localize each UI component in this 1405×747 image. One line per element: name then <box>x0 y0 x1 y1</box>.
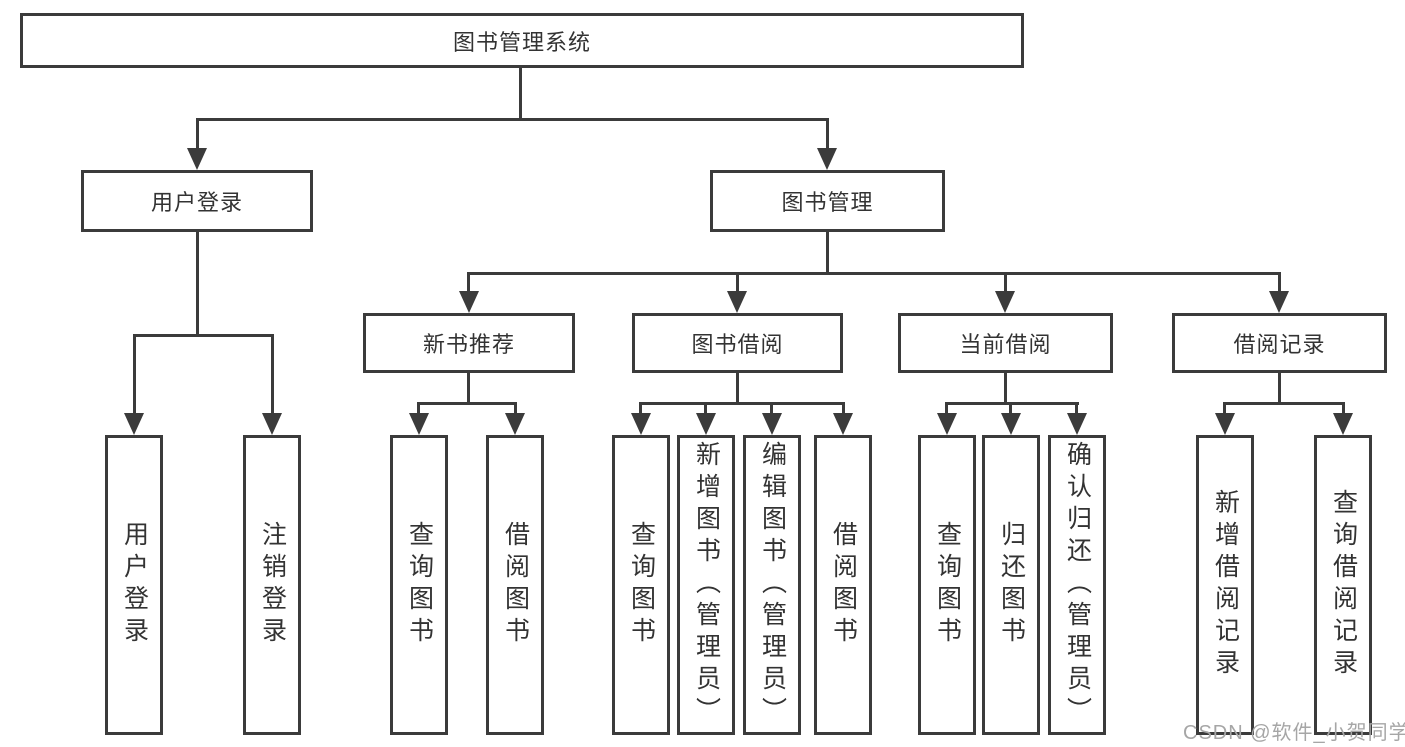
connector-drop <box>770 405 773 415</box>
arrow-down-icon <box>817 148 837 170</box>
arrow-down-icon <box>262 413 282 435</box>
connector-drop <box>945 405 948 415</box>
csdn-watermark: CSDN @软件_小贺同学 <box>1183 722 1405 744</box>
connector-user-login-hbar <box>133 334 274 337</box>
leaf-user-login: 用户登录 <box>105 435 163 735</box>
connector-borrow-records-stub <box>1278 373 1281 404</box>
connector-book-borrow-hbar <box>639 402 845 405</box>
node-current-borrow: 当前借阅 <box>898 313 1113 373</box>
arrow-down-icon <box>1333 413 1353 435</box>
connector-drop <box>842 405 845 415</box>
leaf-edit-books-admin: 编辑图书（管理员） <box>743 435 801 735</box>
node-current-borrow-label: 当前借阅 <box>959 332 1052 357</box>
leaf-recommend-borrow-books-label: 借阅图书 <box>501 521 530 649</box>
leaf-add-borrow-record-label: 新增借阅记录 <box>1211 489 1240 681</box>
arrow-down-icon <box>187 148 207 170</box>
leaf-recommend-query-books-label: 查询图书 <box>405 521 434 649</box>
node-book-management: 图书管理 <box>710 170 945 232</box>
leaf-confirm-return-admin: 确认归还（管理员） <box>1048 435 1106 735</box>
connector-recommend-hbar <box>417 402 517 405</box>
connector-current-borrow-stub <box>1004 373 1007 404</box>
arrow-down-icon <box>1067 413 1087 435</box>
arrow-down-icon <box>995 291 1015 313</box>
connector-drop-borrow-records <box>1278 275 1281 292</box>
leaf-borrow-query-books: 查询图书 <box>612 435 670 735</box>
leaf-confirm-return-admin-label: 确认归还（管理员） <box>1063 441 1092 729</box>
connector-drop <box>514 405 517 415</box>
connector-drop <box>417 405 420 415</box>
arrow-down-icon <box>124 413 144 435</box>
leaf-add-books-admin-label: 新增图书（管理员） <box>692 441 721 729</box>
connector-drop-user-login <box>196 121 199 149</box>
connector-borrow-records-hbar <box>1223 402 1345 405</box>
connector-root-stub <box>519 68 522 121</box>
node-borrow-records-label: 借阅记录 <box>1233 332 1326 357</box>
leaf-query-borrow-record: 查询借阅记录 <box>1314 435 1372 735</box>
arrow-down-icon <box>409 413 429 435</box>
leaf-borrow-query-books-label: 查询图书 <box>627 521 656 649</box>
node-book-borrow: 图书借阅 <box>632 313 843 373</box>
node-user-login: 用户登录 <box>81 170 313 232</box>
leaf-edit-books-admin-label: 编辑图书（管理员） <box>758 441 787 729</box>
node-root-library-system: 图书管理系统 <box>20 13 1024 68</box>
leaf-current-query-books: 查询图书 <box>918 435 976 735</box>
leaf-current-query-books-label: 查询图书 <box>933 521 962 649</box>
leaf-logout-label: 注销登录 <box>258 521 287 649</box>
arrow-down-icon <box>937 413 957 435</box>
node-new-book-recommend-label: 新书推荐 <box>422 332 515 357</box>
arrow-down-icon <box>459 291 479 313</box>
leaf-user-login-label: 用户登录 <box>120 521 149 649</box>
leaf-return-books-label: 归还图书 <box>997 521 1026 649</box>
leaf-logout: 注销登录 <box>243 435 301 735</box>
connector-drop-current-borrow <box>1004 275 1007 292</box>
arrow-down-icon <box>727 291 747 313</box>
connector-drop-leaf-user-login <box>133 337 136 414</box>
node-book-borrow-label: 图书借阅 <box>691 332 784 357</box>
leaf-add-books-admin: 新增图书（管理员） <box>677 435 735 735</box>
connector-user-login-stub <box>196 232 199 336</box>
connector-drop <box>1342 405 1345 415</box>
node-new-book-recommend: 新书推荐 <box>363 313 575 373</box>
arrow-down-icon <box>631 413 651 435</box>
connector-drop-book-borrow <box>736 275 739 292</box>
leaf-recommend-borrow-books: 借阅图书 <box>486 435 544 735</box>
connector-current-borrow-hbar <box>945 402 1079 405</box>
node-root-label: 图书管理系统 <box>452 29 591 55</box>
connector-drop <box>1009 405 1012 415</box>
connector-drop-new-book-recommend <box>467 275 470 292</box>
arrow-down-icon <box>762 413 782 435</box>
connector-drop-book-management <box>826 121 829 149</box>
arrow-down-icon <box>696 413 716 435</box>
leaf-borrow-books: 借阅图书 <box>814 435 872 735</box>
arrow-down-icon <box>505 413 525 435</box>
leaf-query-borrow-record-label: 查询借阅记录 <box>1329 489 1358 681</box>
connector-root-hbar <box>196 118 829 121</box>
connector-drop <box>639 405 642 415</box>
leaf-add-borrow-record: 新增借阅记录 <box>1196 435 1254 735</box>
connector-drop <box>1075 405 1078 415</box>
node-user-login-label: 用户登录 <box>150 190 243 215</box>
leaf-return-books: 归还图书 <box>982 435 1040 735</box>
connector-book-management-stub <box>826 232 829 275</box>
arrow-down-icon <box>833 413 853 435</box>
connector-recommend-stub <box>467 373 470 404</box>
arrow-down-icon <box>1001 413 1021 435</box>
connector-book-management-hbar <box>467 272 1281 275</box>
arrow-down-icon <box>1269 291 1289 313</box>
leaf-borrow-books-label: 借阅图书 <box>829 521 858 649</box>
connector-book-borrow-stub <box>736 373 739 404</box>
connector-drop <box>704 405 707 415</box>
node-book-management-label: 图书管理 <box>781 190 874 215</box>
leaf-recommend-query-books: 查询图书 <box>390 435 448 735</box>
connector-drop <box>1223 405 1226 415</box>
arrow-down-icon <box>1215 413 1235 435</box>
connector-drop-leaf-logout <box>271 337 274 414</box>
node-borrow-records: 借阅记录 <box>1172 313 1387 373</box>
